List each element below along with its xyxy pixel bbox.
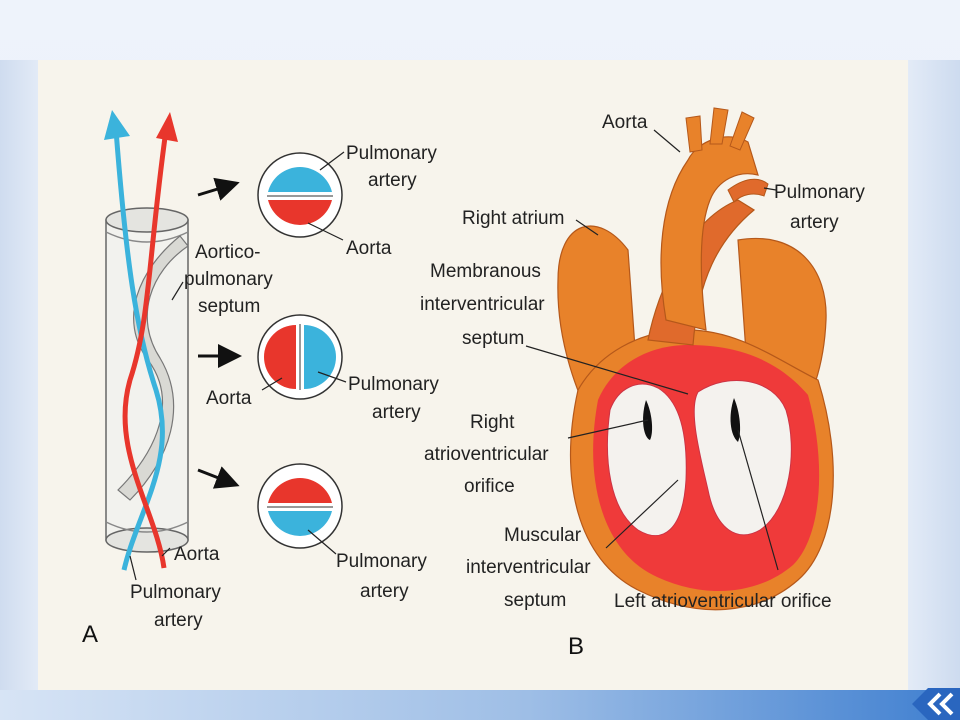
heart-aorta-label: Aorta [602,112,648,133]
circle2-pulmonary-line1: Pulmonary [348,374,439,395]
slide-left-decoration [0,60,40,690]
trunk-aorta-label: Aorta [174,544,220,565]
trunk-pulmonary-line1: Pulmonary [130,582,221,603]
cross-section-3 [257,463,343,549]
circle1-aorta-label: Aorta [346,238,392,259]
right-av-line1: Right [470,412,515,433]
aorta-arrowhead [156,112,178,142]
heart-pulmonary-line2: artery [790,212,839,233]
panel-a-letter: A [82,621,98,648]
circle1-pulmonary-line1: Pulmonary [346,143,437,164]
panel-a-leaders [129,151,347,581]
right-av-line3: orifice [464,476,515,497]
septum-label-line2: pulmonary [184,269,273,290]
membranous-line2: interventricular [420,294,545,315]
septum-label-line1: Aortico- [195,242,260,263]
heart-pulmonary-line1: Pulmonary [774,182,865,203]
slide-right-decoration [908,60,960,690]
circle3-pulmonary-line2: artery [360,581,409,602]
circle1-pulmonary-line2: artery [368,170,417,191]
heart-illustration [557,107,834,611]
embryology-figure: Pulmonary artery Aorta Aortico- pulmonar… [38,60,908,690]
left-av-label: Left atrioventricular orifice [614,591,832,612]
membranous-line3: septum [462,328,524,349]
septation-diagram: Pulmonary artery Aorta Aortico- pulmonar… [82,107,865,660]
right-atrium-label: Right atrium [462,208,564,229]
muscular-line3: septum [504,590,566,611]
direction-arrow-1 [197,177,240,201]
double-chevron-left-icon[interactable] [898,688,960,720]
pulmonary-arrowhead [104,110,130,140]
panel-b-leaders [525,129,779,571]
membranous-line1: Membranous [430,261,541,282]
circle3-pulmonary-line1: Pulmonary [336,551,427,572]
pulmonary-stream [113,129,165,571]
right-av-line2: atrioventricular [424,444,549,465]
trunk-pulmonary-line2: artery [154,610,203,631]
muscular-line2: interventricular [466,557,591,578]
cross-section-2 [257,314,343,400]
aorta-stream [122,129,169,569]
cross-section-1 [257,152,343,238]
muscular-line1: Muscular [504,525,582,546]
slide-bottom-bar [0,690,960,720]
circle2-aorta-label: Aorta [206,388,252,409]
panel-b-letter: B [568,633,584,660]
circle2-pulmonary-line2: artery [372,402,421,423]
direction-arrow-3 [197,466,240,489]
septum-label-line3: septum [198,296,260,317]
